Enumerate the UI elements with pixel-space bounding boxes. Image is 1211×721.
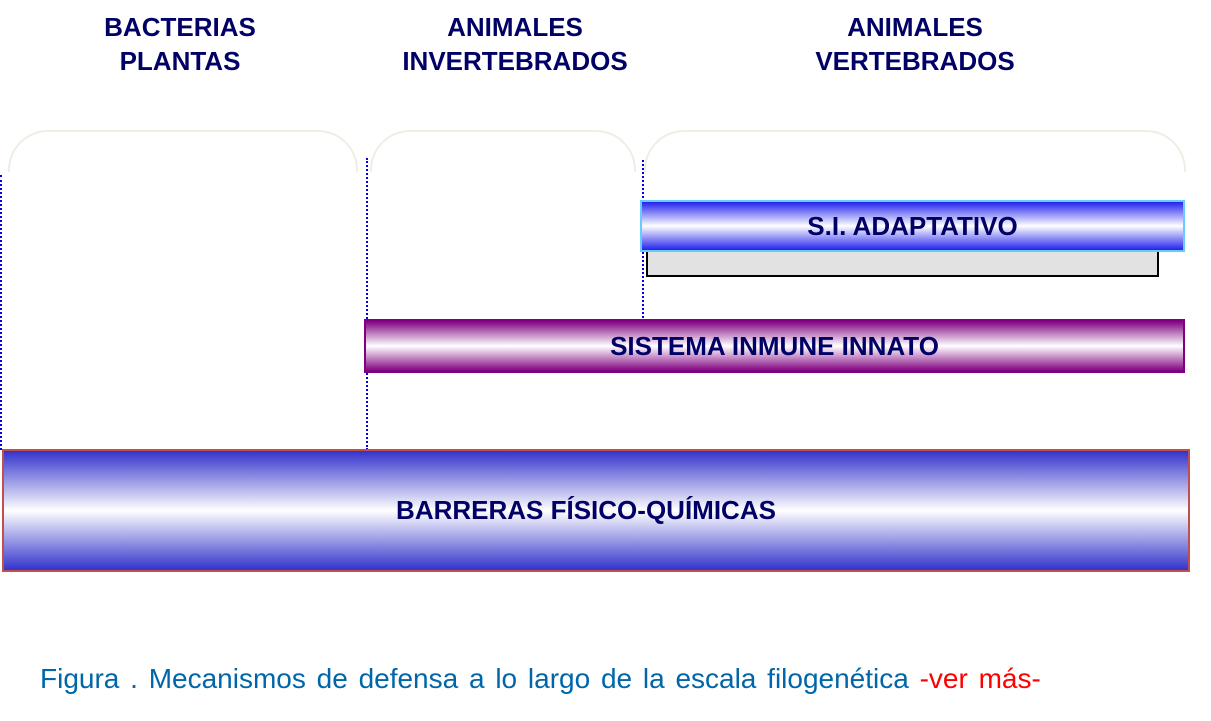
divider-line: [0, 175, 2, 450]
physico-chemical-barriers-bar: BARRERAS FÍSICO-QUÍMICAS: [2, 449, 1190, 572]
group-brace: [8, 130, 358, 172]
header-line: BACTERIAS: [104, 12, 256, 42]
header-line: ANIMALES: [847, 12, 983, 42]
adaptive-shadow: [646, 250, 1159, 277]
header-bacteria-plants: BACTERIAS PLANTAS: [60, 10, 300, 78]
innate-immune-bar: SISTEMA INMUNE INNATO: [364, 319, 1185, 373]
header-vertebrates: ANIMALES VERTEBRADOS: [770, 10, 1060, 78]
group-brace: [370, 130, 636, 172]
group-brace: [644, 130, 1186, 172]
see-more-link[interactable]: -ver más-: [919, 663, 1041, 694]
header-invertebrates: ANIMALES INVERTEBRADOS: [370, 10, 660, 78]
adaptive-immune-bar: S.I. ADAPTATIVO: [640, 200, 1185, 252]
header-line: VERTEBRADOS: [815, 46, 1015, 76]
divider-line: [366, 158, 368, 450]
caption-text: Figura . Mecanismos de defensa a lo larg…: [40, 663, 920, 694]
header-line: ANIMALES: [447, 12, 583, 42]
header-line: PLANTAS: [119, 46, 241, 76]
header-line: INVERTEBRADOS: [402, 46, 628, 76]
figure-caption: Figura . Mecanismos de defensa a lo larg…: [40, 663, 1041, 695]
